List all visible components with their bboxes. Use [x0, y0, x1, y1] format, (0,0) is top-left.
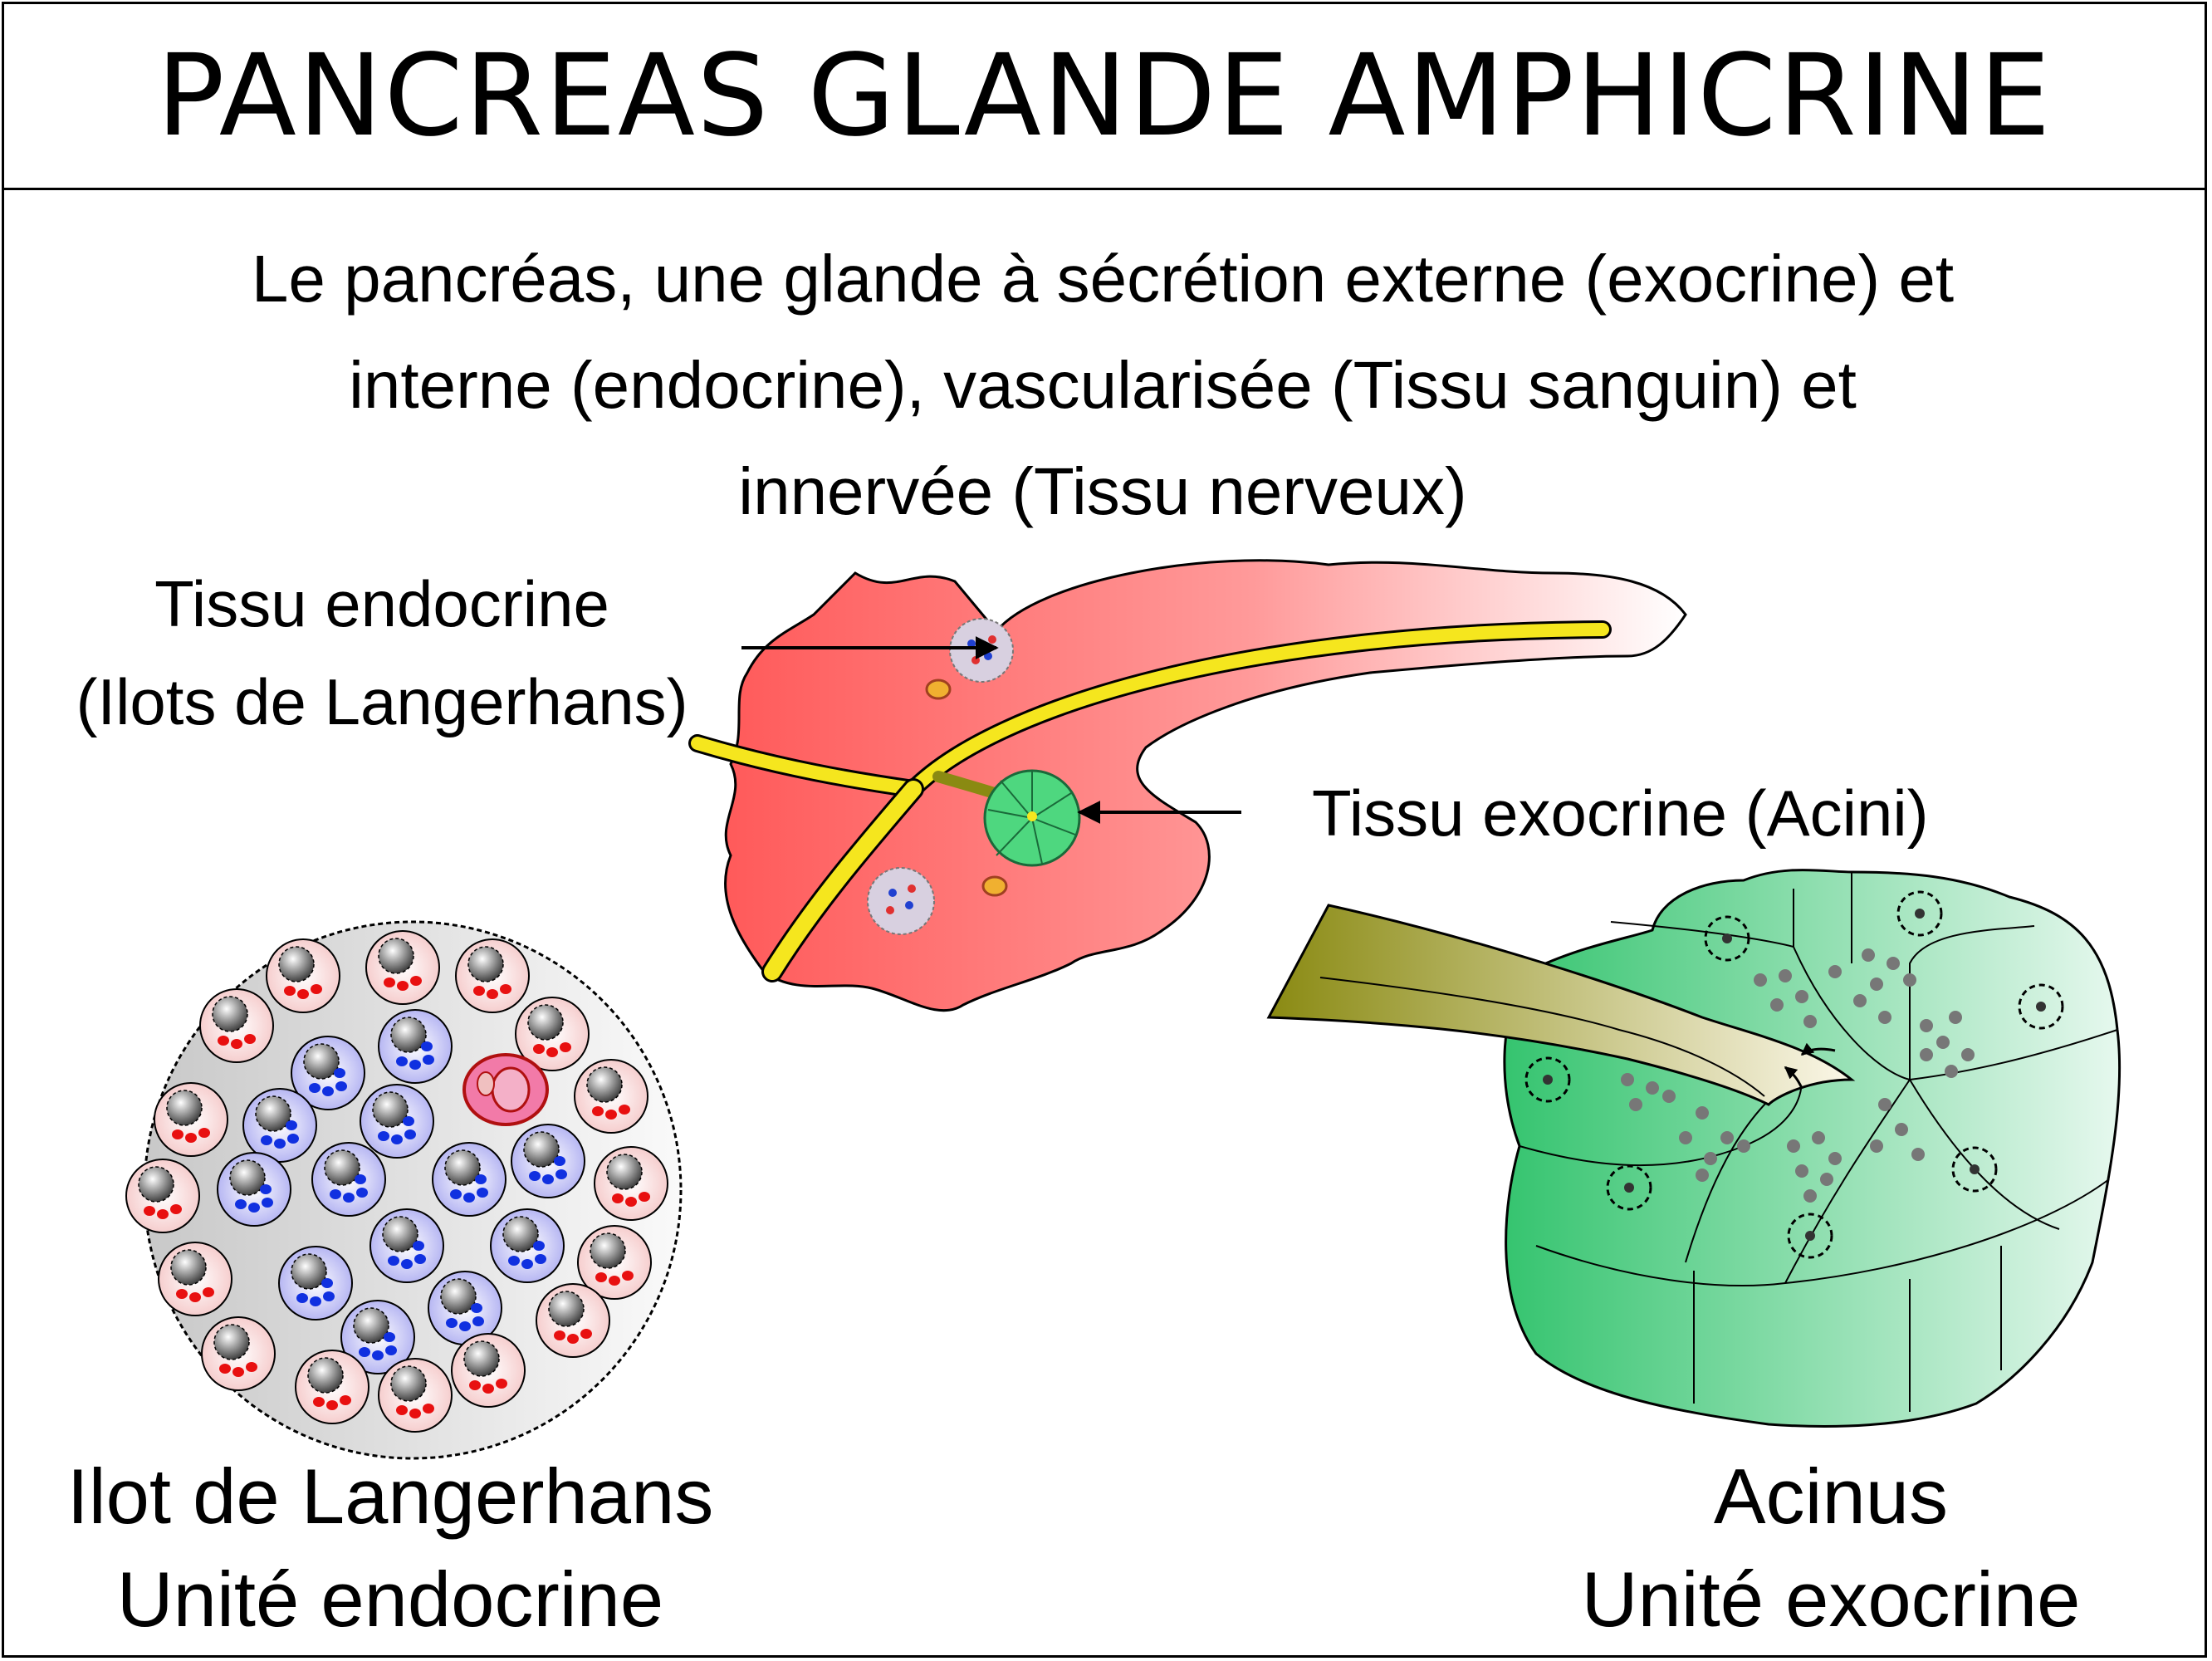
beta-cell — [278, 1246, 353, 1320]
exocrine-tissue-label: Tissu exocrine (Acini) — [1312, 777, 1929, 850]
alpha-cell — [158, 1242, 232, 1316]
alpha-cell — [295, 1350, 369, 1424]
beta-cell — [340, 1300, 415, 1374]
alpha-cell — [455, 938, 530, 1013]
alpha-cell — [199, 988, 274, 1063]
beta-cell — [428, 1271, 502, 1345]
acinus — [1266, 869, 2121, 1428]
title-bar: PANCREAS GLANDE AMPHICRINE — [4, 4, 2205, 190]
description: Le pancréas, une glande à sécrétion exte… — [0, 226, 2205, 545]
alpha-cell — [266, 938, 340, 1013]
endocrine-tissue-label: Tissu endocrine (Ilots de Langerhans) — [25, 555, 739, 751]
pancreas-acinus — [983, 769, 1081, 867]
beta-cell — [511, 1124, 585, 1198]
endocrine-label-line-2: (Ilots de Langerhans) — [76, 665, 688, 738]
alpha-cell — [378, 1358, 453, 1433]
alpha-cell — [125, 1159, 200, 1233]
endocrine-label-line-1: Tissu endocrine — [154, 567, 609, 640]
beta-cell — [360, 1084, 434, 1159]
beta-cell — [242, 1088, 317, 1163]
acinus-caption-name: Acinus — [1713, 1453, 1949, 1540]
ilot-caption: Ilot de Langerhans Unité endocrine — [17, 1445, 764, 1651]
beta-cell — [432, 1142, 507, 1217]
ilot-caption-unit: Unité endocrine — [116, 1556, 664, 1643]
alpha-cell — [365, 930, 440, 1005]
pancreas-islet-lower — [867, 867, 935, 935]
ilot-caption-name: Ilot de Langerhans — [66, 1453, 714, 1540]
beta-cell — [291, 1036, 365, 1110]
description-line-2: interne (endocrine), vascularisée (Tissu… — [349, 348, 1857, 422]
islet-of-langerhans — [125, 920, 683, 1460]
acinus-caption: Acinus Unité exocrine — [1511, 1445, 2151, 1651]
alpha-cell — [515, 997, 590, 1071]
alpha-cell — [577, 1225, 652, 1300]
alpha-cell — [574, 1059, 648, 1134]
alpha-cell — [201, 1316, 276, 1391]
beta-cell — [378, 1009, 453, 1084]
page-title: PANCREAS GLANDE AMPHICRINE — [156, 30, 2053, 162]
beta-cell — [369, 1208, 444, 1283]
alpha-cell — [594, 1146, 668, 1221]
islet-capillary — [462, 1053, 549, 1126]
acinus-caption-unit: Unité exocrine — [1581, 1556, 2081, 1643]
alpha-cell — [451, 1333, 526, 1408]
beta-cell — [217, 1152, 291, 1227]
beta-cell — [311, 1142, 386, 1217]
pancreas-islet-upper — [949, 618, 1014, 683]
pancreas-vessel-lower — [981, 875, 1008, 897]
description-line-1: Le pancréas, une glande à sécrétion exte… — [251, 242, 1955, 316]
alpha-cell — [154, 1082, 228, 1157]
beta-cell — [490, 1208, 565, 1283]
pancreas-vessel-upper — [925, 679, 952, 700]
description-line-3: innervée (Tissu nerveux) — [738, 454, 1467, 528]
alpha-cell — [536, 1283, 610, 1358]
